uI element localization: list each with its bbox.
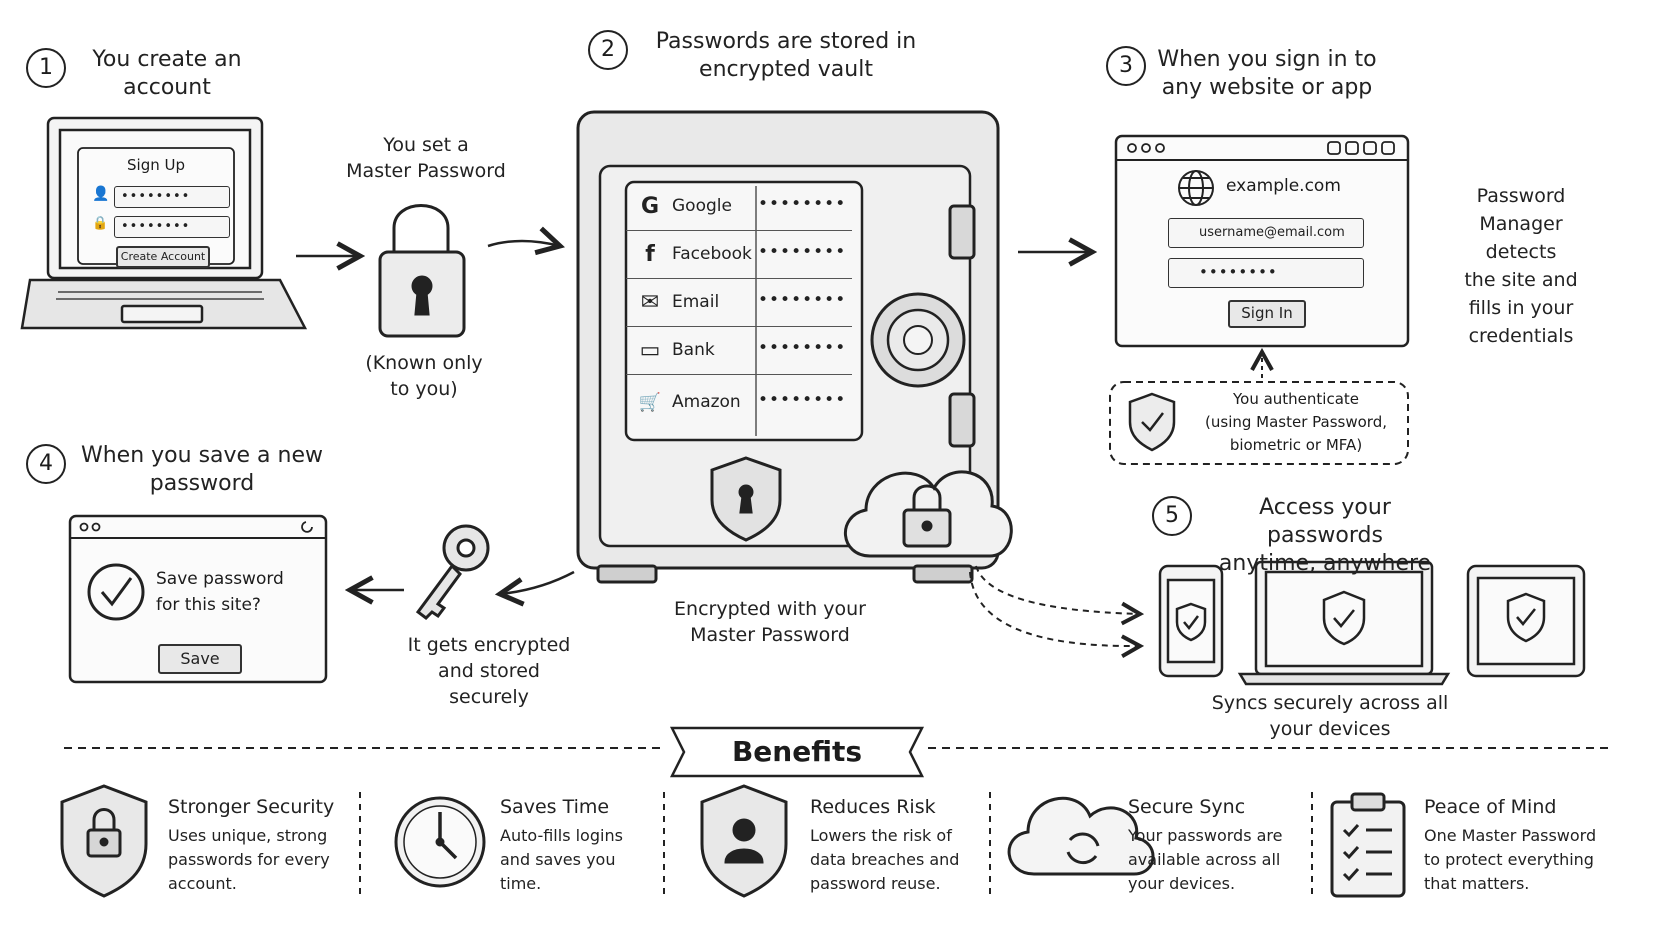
benefit-text: One Master Password to protect everythin… <box>1424 826 1597 893</box>
cloud-lock-icon <box>843 470 1013 558</box>
arrow-2 <box>487 241 560 246</box>
step-4-title: When you save a new password <box>80 443 324 496</box>
step-3-number: 3 <box>1106 46 1146 86</box>
vault-entry[interactable]: ▭ Bank •••••••• <box>626 328 852 375</box>
benefit-title: Secure Sync <box>1128 796 1246 818</box>
credit-card-icon: ▭ <box>639 338 661 363</box>
step-5-title: Access your passwords anytime, anywhere <box>1218 495 1432 576</box>
clipboard-checklist-icon <box>1330 792 1406 898</box>
vault-entry-password: •••••••• <box>758 194 847 214</box>
benefit-text: Auto-fills logins and saves you time. <box>500 826 623 893</box>
step-2-title: Passwords are stored in encrypted vault <box>655 29 917 82</box>
authenticate-note: You authenticate (using Master Password,… <box>1205 390 1387 454</box>
sign-in-button[interactable]: Sign In <box>1228 300 1306 328</box>
laptop-device-icon <box>1237 560 1451 686</box>
username-field[interactable]: username@email.com <box>1168 218 1364 248</box>
shield-user-icon <box>700 784 788 898</box>
shield-check-icon <box>1128 392 1176 452</box>
step-1-title: You create an account <box>92 47 242 100</box>
sync-note: Syncs securely across all your devices <box>1211 692 1449 740</box>
shield-keyhole-icon <box>710 456 782 542</box>
step-2-number: 2 <box>588 30 628 70</box>
save-dialog-message: Save password for this site? <box>156 569 284 615</box>
vault-panel <box>624 180 864 442</box>
signup-password-field-1[interactable]: •••••••• <box>114 186 230 208</box>
benefit-title: Saves Time <box>500 796 610 818</box>
check-circle-icon <box>87 563 145 621</box>
arrow-5 <box>500 570 575 594</box>
benefit-text: Your passwords are available across all … <box>1128 826 1283 893</box>
vault-entry-name: Google <box>672 196 732 216</box>
step-3-title: When you sign in to any website or app <box>1157 47 1377 100</box>
user-icon: 👤 <box>92 186 110 202</box>
benefits-heading: Benefits <box>731 735 863 768</box>
step-1-number: 1 <box>26 48 66 88</box>
facebook-icon: f <box>645 242 655 267</box>
vault-entry-password: •••••••• <box>758 338 847 358</box>
lock-small-icon: 🔒 <box>92 216 109 231</box>
step-5-number: 5 <box>1152 496 1192 536</box>
clock-icon <box>394 796 486 888</box>
benefit-title: Reduces Risk <box>810 796 936 818</box>
benefit-text: Uses unique, strong passwords for every … <box>168 826 330 893</box>
shopping-cart-icon: 🛒 <box>638 392 662 413</box>
combination-dial-icon <box>870 292 966 388</box>
vault-entry-password: •••••••• <box>758 242 847 262</box>
encrypt-note: It gets encrypted and stored securely <box>407 634 571 708</box>
vault-entry-password: •••••••• <box>758 290 847 310</box>
vault-entry[interactable]: G Google •••••••• <box>626 184 852 231</box>
benefit-title: Stronger Security <box>168 796 335 818</box>
signup-password-field-2[interactable]: •••••••• <box>114 216 230 238</box>
password-field[interactable]: •••••••• <box>1168 258 1364 288</box>
vault-entry-name: Bank <box>672 340 715 360</box>
master-password-note: (Known only to you) <box>365 352 483 400</box>
create-account-button[interactable]: Create Account <box>116 246 210 268</box>
authenticate-box <box>1109 381 1409 465</box>
save-button[interactable]: Save <box>158 644 242 674</box>
master-password-label: You set a Master Password <box>346 134 506 182</box>
vault-caption: Encrypted with your Master Password <box>674 598 866 646</box>
vault-entry-name: Facebook <box>672 244 752 264</box>
site-url: example.com <box>1226 176 1341 196</box>
signup-title: Sign Up <box>127 156 185 174</box>
vault-entry-name: Email <box>672 292 720 312</box>
vault-entry[interactable]: 🛒 Amazon •••••••• <box>626 380 852 426</box>
phone-icon <box>1158 564 1224 678</box>
cloud-sync-icon <box>1007 796 1155 876</box>
sync-arrow-1 <box>975 565 1140 614</box>
google-icon: G <box>640 194 660 219</box>
benefits-ribbon <box>669 726 925 778</box>
globe-icon <box>1178 170 1214 206</box>
vault-entry[interactable]: f Facebook •••••••• <box>626 232 852 279</box>
save-dialog-window <box>68 514 328 684</box>
key-icon <box>415 524 490 620</box>
envelope-icon: ✉ <box>640 290 660 315</box>
shield-lock-icon <box>60 784 148 898</box>
autofill-note: Password Manager detects the site and fi… <box>1464 185 1578 347</box>
device-shield-icons <box>1175 590 1546 646</box>
step-4-number: 4 <box>26 444 66 484</box>
benefit-text: Lowers the risk of data breaches and pas… <box>810 826 960 893</box>
vault-entry-name: Amazon <box>672 392 741 412</box>
benefit-title: Peace of Mind <box>1424 796 1557 818</box>
sync-arrow-2 <box>969 571 1140 646</box>
vault-entry-password: •••••••• <box>758 390 847 410</box>
vault-entry-list: G Google •••••••• f Facebook •••••••• ✉ … <box>626 184 862 440</box>
vault-entry[interactable]: ✉ Email •••••••• <box>626 280 852 327</box>
padlock-icon <box>378 204 466 338</box>
